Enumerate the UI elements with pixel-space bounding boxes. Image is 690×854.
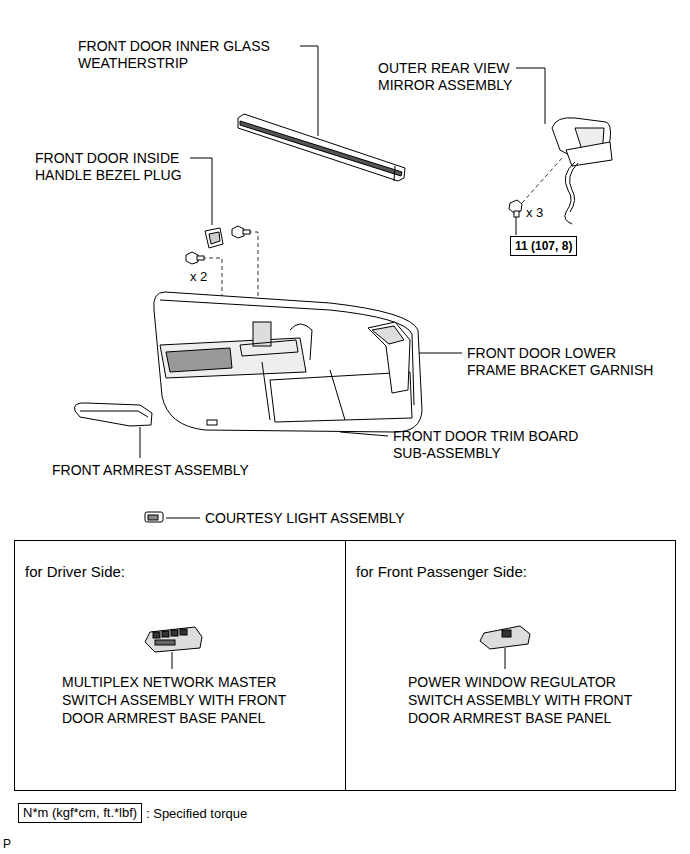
bolt bbox=[186, 252, 198, 264]
trim-board bbox=[240, 340, 298, 356]
master-switch bbox=[162, 631, 169, 637]
leader-line bbox=[190, 158, 212, 225]
window-switch bbox=[480, 626, 530, 649]
trim-board bbox=[262, 362, 270, 420]
courtesy-light bbox=[145, 512, 163, 522]
part-name: FRONT DOOR INSIDE HANDLE BEZEL PLUG bbox=[35, 150, 200, 184]
node-title: for Driver Side: bbox=[25, 563, 125, 581]
garnish bbox=[372, 326, 404, 344]
trim-board bbox=[154, 292, 422, 432]
window-switch bbox=[502, 630, 511, 637]
part-name: OUTER REAR VIEW MIRROR ASSEMBLY bbox=[378, 60, 538, 94]
master-switch bbox=[180, 629, 187, 635]
armrest bbox=[74, 403, 152, 426]
bolt bbox=[514, 211, 519, 217]
trim-board bbox=[160, 300, 414, 405]
trim-board bbox=[166, 348, 232, 372]
garnish bbox=[368, 322, 410, 393]
trim-board bbox=[207, 420, 217, 425]
bolt bbox=[186, 200, 522, 264]
courtesy-light bbox=[148, 515, 158, 520]
node-body: POWER WINDOW REGULATOR SWITCH ASSEMBLY W… bbox=[408, 673, 648, 727]
weatherstrip bbox=[240, 121, 402, 176]
trim-board bbox=[290, 324, 312, 360]
part-name: FRONT ARMREST ASSEMBLY bbox=[52, 462, 249, 479]
trim-board bbox=[160, 338, 306, 378]
leader-line bbox=[516, 68, 545, 124]
mirror bbox=[570, 163, 578, 212]
node-title: 11 (107, 8) bbox=[515, 239, 572, 253]
bezel-plug bbox=[205, 228, 223, 248]
node-body: MULTIPLEX NETWORK MASTER SWITCH ASSEMBLY… bbox=[62, 673, 302, 727]
trim-board bbox=[154, 292, 422, 432]
table-cell: for Front Passenger Side: POWER WINDOW RE… bbox=[345, 540, 676, 791]
master-switch bbox=[171, 630, 178, 636]
legend-text: : Specified torque bbox=[146, 805, 247, 822]
leader-line bbox=[340, 432, 388, 436]
weatherstrip bbox=[394, 166, 395, 181]
part-name: FRONT DOOR INNER GLASS WEATHERSTRIP bbox=[78, 38, 293, 72]
window-switch bbox=[480, 626, 530, 649]
leader-line bbox=[300, 46, 318, 136]
armrest bbox=[80, 411, 148, 417]
legend-box: N*m (kgf*cm, ft.*lbf) bbox=[18, 803, 142, 823]
quantity: x 2 bbox=[190, 268, 207, 285]
bolt bbox=[232, 226, 244, 238]
master-switch bbox=[153, 632, 160, 638]
node-title: N*m (kgf*cm, ft.*lbf) bbox=[23, 805, 137, 821]
torque-box: 11 (107, 8) bbox=[510, 236, 577, 256]
leader-line bbox=[166, 518, 200, 519]
leader-line bbox=[140, 427, 141, 458]
master-switch bbox=[145, 627, 202, 652]
leader-line bbox=[505, 648, 506, 669]
weatherstrip bbox=[238, 114, 405, 181]
dashed-guide bbox=[522, 158, 562, 203]
mirror bbox=[566, 142, 612, 166]
garnish bbox=[368, 322, 410, 393]
part-name: FRONT DOOR LOWER FRAME BRACKET GARNISH bbox=[467, 345, 667, 379]
armrest bbox=[74, 403, 152, 426]
page-mark: P bbox=[3, 836, 11, 853]
table-cell: for Driver Side: MULTIPLEX NETWORK MASTER… bbox=[14, 540, 346, 791]
bolt bbox=[243, 230, 250, 234]
courtesy-light bbox=[145, 512, 163, 522]
bezel-plug bbox=[205, 228, 223, 248]
master-switch bbox=[155, 640, 175, 645]
mirror bbox=[552, 118, 612, 224]
leader-line bbox=[516, 216, 517, 235]
quantity: x 3 bbox=[526, 204, 543, 221]
weatherstrip bbox=[238, 114, 405, 181]
trim-board bbox=[330, 370, 345, 420]
master-switch bbox=[145, 627, 202, 652]
node-title: for Front Passenger Side: bbox=[356, 563, 527, 581]
bezel-plug bbox=[209, 232, 220, 244]
part-name: COURTESY LIGHT ASSEMBLY bbox=[205, 510, 405, 527]
leader-line bbox=[172, 652, 173, 669]
part-name: FRONT DOOR TRIM BOARD SUB-ASSEMBLY bbox=[393, 428, 593, 462]
bolt bbox=[197, 256, 204, 260]
